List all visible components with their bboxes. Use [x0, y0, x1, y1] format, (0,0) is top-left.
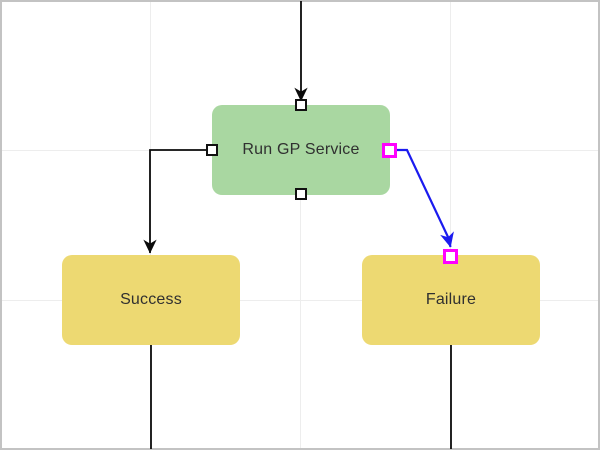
node-failure[interactable]: Failure — [362, 255, 540, 345]
connection-handle-run-gp-left[interactable] — [206, 144, 218, 156]
connection-handle-run-gp-top[interactable] — [295, 99, 307, 111]
connection-handle-run-gp-right-selected[interactable] — [382, 143, 397, 158]
node-label: Failure — [425, 291, 477, 308]
connector-run-gp-to-failure[interactable] — [397, 148, 454, 248]
connector-run-gp-to-success[interactable] — [143, 149, 206, 254]
connection-handle-failure-top-selected[interactable] — [443, 249, 458, 264]
node-label: Success — [120, 291, 182, 308]
node-label: Run GP Service — [242, 141, 360, 158]
node-run-gp-service[interactable]: Run GP Service — [212, 105, 390, 195]
connection-handle-run-gp-bottom[interactable] — [295, 188, 307, 200]
node-success[interactable]: Success — [62, 255, 240, 345]
